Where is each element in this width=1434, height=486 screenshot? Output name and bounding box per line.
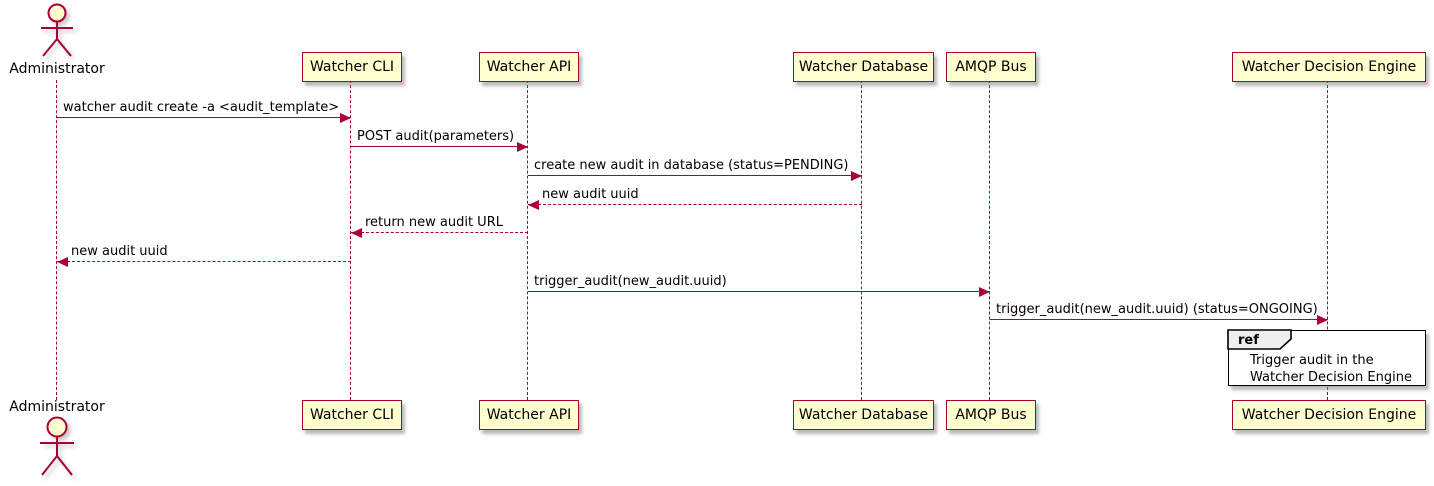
arrowhead-icon [351, 228, 362, 238]
arrowhead-icon [57, 257, 68, 267]
message-trigger-audit-ongoing: trigger_audit(new_audit.uuid) (status=ON… [990, 300, 1328, 325]
lifeline-amqp-bus [989, 80, 990, 400]
participant-watcher-cli-bottom: Watcher CLI [302, 400, 402, 430]
message-line [351, 146, 528, 147]
lifeline-watcher-cli [350, 80, 351, 400]
message-line [528, 175, 862, 176]
administrator-actor-icon-bottom [40, 416, 74, 476]
participant-watcher-decision-engine-top: Watcher Decision Engine [1232, 52, 1426, 82]
arrowhead-icon [517, 142, 528, 152]
participant-watcher-cli-top: Watcher CLI [302, 52, 402, 82]
message-label: return new audit URL [365, 215, 503, 230]
lifeline-administrator [56, 80, 57, 400]
message-label: trigger_audit(new_audit.uuid) (status=ON… [996, 302, 1318, 317]
participant-administrator-bottom: Administrator [9, 399, 105, 415]
arrowhead-icon [340, 113, 351, 123]
participant-amqp-bus-top: AMQP Bus [946, 52, 1036, 82]
message-line [351, 232, 528, 233]
participant-amqp-bus-bottom: AMQP Bus [946, 400, 1036, 430]
lifeline-watcher-database [861, 80, 862, 400]
participant-watcher-api-top: Watcher API [479, 52, 579, 82]
message-line [57, 117, 351, 118]
message-label: POST audit(parameters) [357, 129, 515, 144]
ref-line-2: Watcher Decision Engine [1250, 370, 1412, 385]
participant-watcher-api-bottom: Watcher API [479, 400, 579, 430]
lifeline-watcher-api [527, 80, 528, 400]
participant-watcher-decision-engine-bottom: Watcher Decision Engine [1232, 400, 1426, 430]
lifeline-watcher-decision-engine [1327, 80, 1328, 400]
participant-administrator-top: Administrator [9, 61, 105, 77]
message-new-audit-uuid-to-admin: new audit uuid [57, 242, 351, 267]
message-line [990, 319, 1328, 320]
message-line [57, 261, 351, 262]
ref-line-1: Trigger audit in the [1250, 353, 1374, 368]
message-line [528, 291, 990, 292]
message-label: watcher audit create -a <audit_template> [63, 100, 340, 115]
arrowhead-icon [1317, 315, 1328, 325]
participant-watcher-database-bottom: Watcher Database [793, 400, 934, 430]
message-return-new-audit-url: return new audit URL [351, 213, 528, 238]
message-label: new audit uuid [542, 187, 639, 202]
message-watcher-audit-create: watcher audit create -a <audit_template> [57, 98, 351, 123]
ref-keyword: ref [1238, 333, 1259, 348]
administrator-actor-icon-top [41, 3, 73, 57]
ref-tab: ref [1227, 329, 1293, 351]
message-post-audit: POST audit(parameters) [351, 127, 528, 152]
ref-fragment: ref Trigger audit in the Watcher Decisio… [1227, 329, 1426, 386]
message-label: trigger_audit(new_audit.uuid) [534, 274, 727, 289]
arrowhead-icon [979, 287, 990, 297]
message-line [528, 204, 862, 205]
arrowhead-icon [851, 171, 862, 181]
ref-body: Trigger audit in the Watcher Decision En… [1229, 331, 1425, 390]
message-trigger-audit: trigger_audit(new_audit.uuid) [528, 272, 990, 297]
message-label: create new audit in database (status=PEN… [534, 158, 849, 173]
message-label: new audit uuid [71, 244, 168, 259]
message-create-new-audit: create new audit in database (status=PEN… [528, 156, 862, 181]
participant-watcher-database-top: Watcher Database [793, 52, 934, 82]
message-new-audit-uuid-return: new audit uuid [528, 185, 862, 210]
arrowhead-icon [528, 200, 539, 210]
